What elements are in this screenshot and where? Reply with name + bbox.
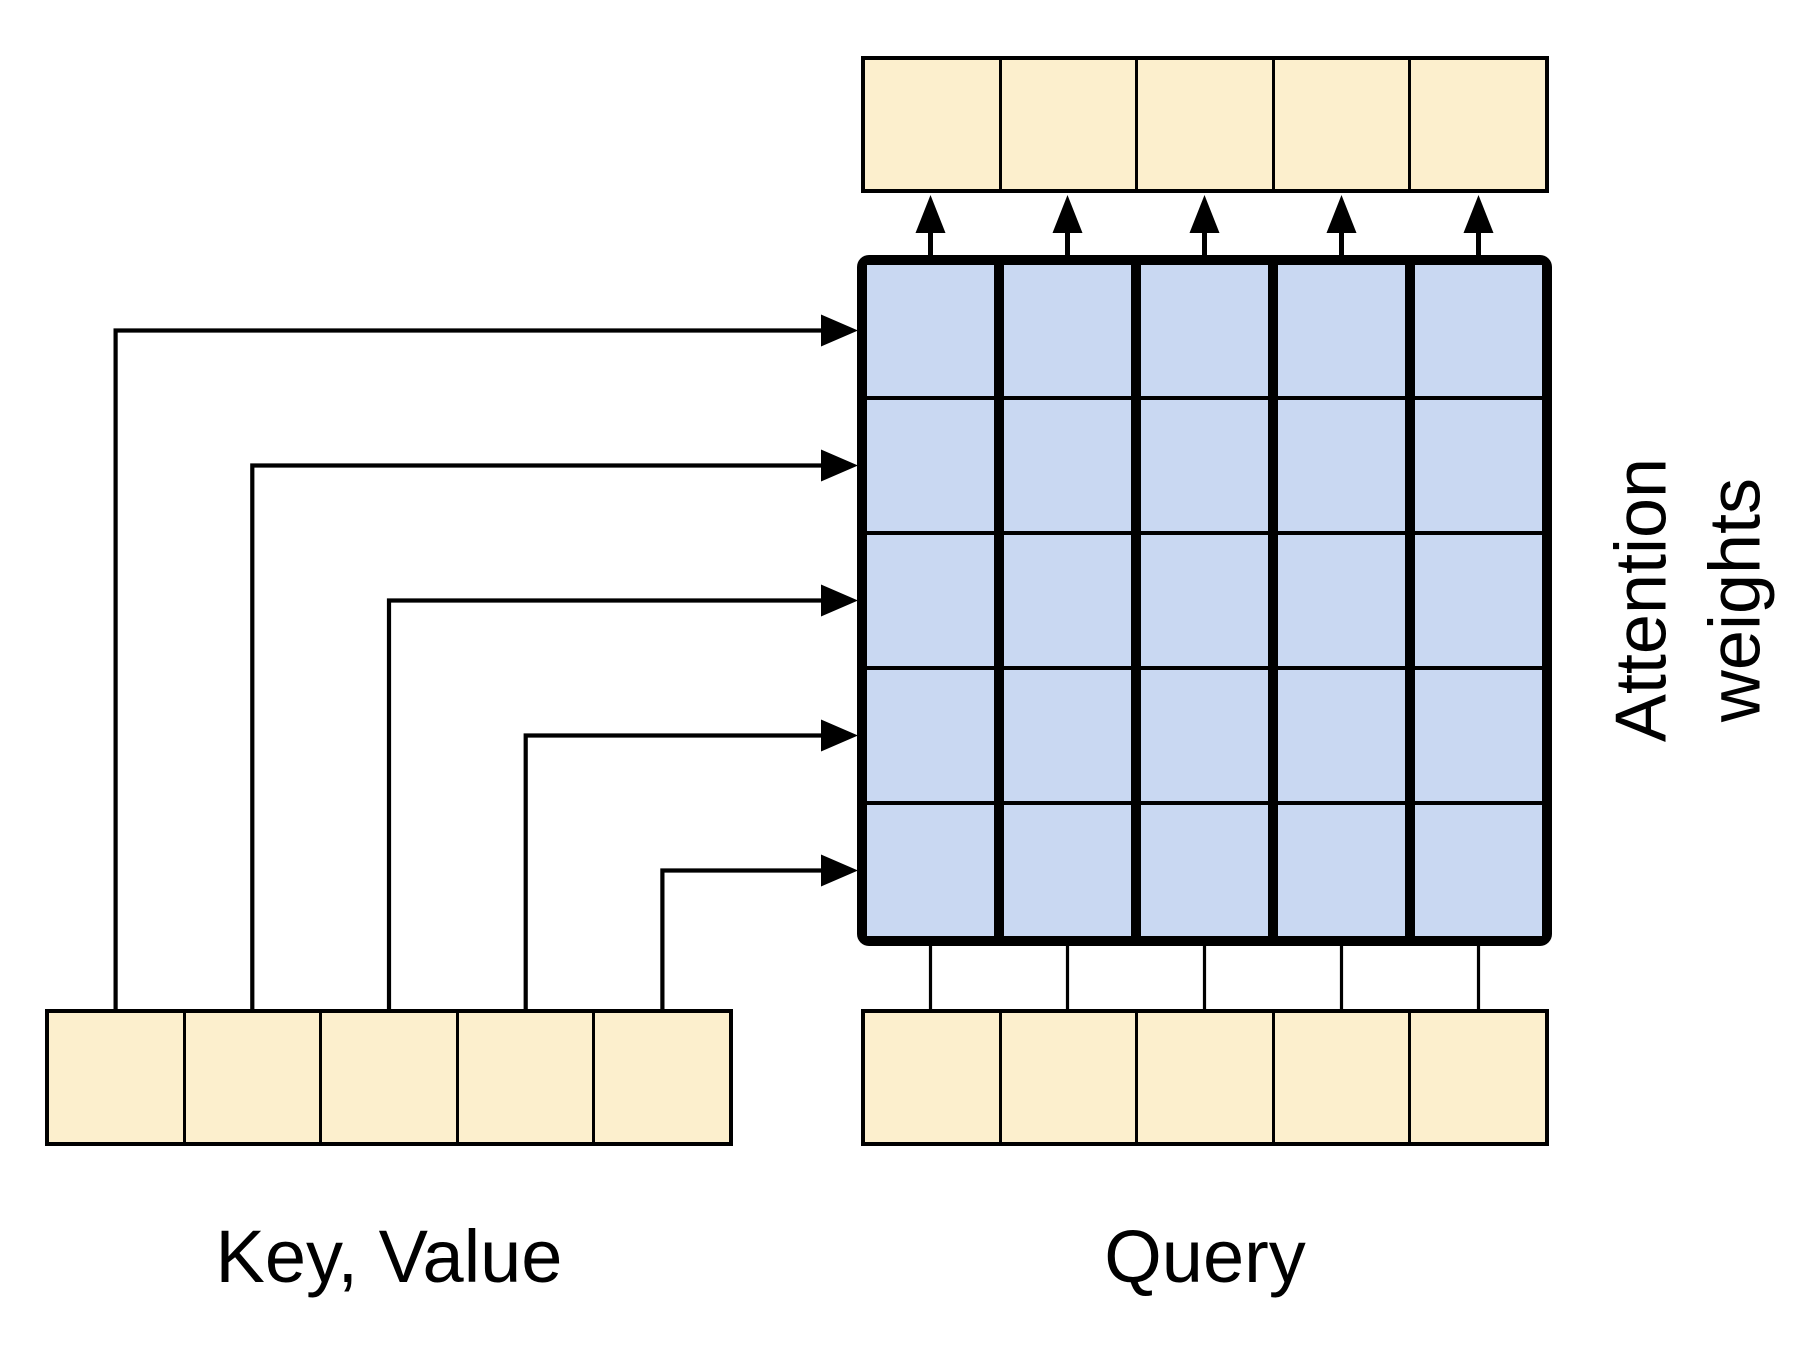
attention-weights-matrix — [857, 255, 1552, 946]
attention-weight-cell — [1004, 265, 1131, 396]
query-cell — [1271, 1013, 1409, 1142]
key-value-cell — [319, 1013, 456, 1142]
attention-weights-label: Attention weights — [1595, 458, 1782, 742]
attention-weight-cell — [1415, 400, 1542, 531]
attention-weight-cell — [1415, 670, 1542, 801]
output-cell — [865, 60, 999, 189]
key-value-row — [45, 1009, 733, 1146]
key-value-cell — [49, 1013, 183, 1142]
attention-weight-cell — [1415, 805, 1542, 936]
attention-weight-cell — [867, 805, 994, 936]
attention-weights-cells — [867, 265, 1542, 936]
attention-weight-cell — [867, 400, 994, 531]
attention-weight-cell — [867, 265, 994, 396]
key-value-label: Key, Value — [215, 1215, 563, 1298]
attention-weight-cell — [1278, 670, 1405, 801]
kv-elbow-line — [386, 598, 824, 1012]
attention-weight-cell — [1004, 535, 1131, 666]
attention-weight-cell — [1278, 805, 1405, 936]
query-label: Query — [1104, 1215, 1306, 1298]
query-cell — [1135, 1013, 1272, 1142]
attention-weight-cell — [1141, 805, 1268, 936]
query-to-grid-lines — [928, 942, 1481, 1012]
kv-arrowhead — [821, 449, 858, 482]
output-cell — [998, 60, 1136, 189]
kv-arrowhead — [821, 854, 858, 887]
key-value-cell — [592, 1013, 729, 1142]
output-cell — [1408, 60, 1545, 189]
kv-elbow-line — [660, 868, 824, 1012]
kv-elbow-line — [113, 328, 824, 1012]
attention-weights-label-line1: Attention — [1601, 457, 1682, 743]
up-arrowhead — [1463, 195, 1494, 233]
attention-weight-cell — [1141, 670, 1268, 801]
attention-weight-cell — [1415, 265, 1542, 396]
query-cell — [865, 1013, 999, 1142]
attention-weight-cell — [1004, 805, 1131, 936]
attention-weight-cell — [867, 670, 994, 801]
attention-weight-cell — [1004, 400, 1131, 531]
up-arrowhead — [1326, 195, 1357, 233]
up-arrowhead — [1052, 195, 1083, 233]
attention-weight-cell — [1141, 535, 1268, 666]
query-cell — [998, 1013, 1136, 1142]
attention-weight-cell — [1141, 400, 1268, 531]
key-value-to-grid-arrows — [113, 314, 858, 1012]
output-cell — [1271, 60, 1409, 189]
up-arrowhead — [1189, 195, 1220, 233]
grid-to-output-arrows — [915, 195, 1494, 258]
output-row — [861, 56, 1549, 193]
kv-elbow-line — [523, 733, 824, 1012]
attention-weight-cell — [867, 535, 994, 666]
kv-arrowhead — [821, 719, 858, 752]
attention-weight-cell — [1278, 400, 1405, 531]
attention-weight-cell — [1278, 265, 1405, 396]
up-arrowhead — [915, 195, 946, 233]
query-cell — [1408, 1013, 1545, 1142]
attention-weight-cell — [1141, 265, 1268, 396]
attention-weights-label-line2: weights — [1695, 477, 1775, 723]
kv-arrowhead — [821, 314, 858, 347]
kv-arrowhead — [821, 584, 858, 617]
attention-weight-cell — [1415, 535, 1542, 666]
attention-weight-cell — [1278, 535, 1405, 666]
kv-elbow-line — [250, 463, 824, 1012]
output-cell — [1135, 60, 1272, 189]
query-row — [861, 1009, 1549, 1146]
key-value-cell — [182, 1013, 320, 1142]
attention-weight-cell — [1004, 670, 1131, 801]
key-value-cell — [455, 1013, 593, 1142]
